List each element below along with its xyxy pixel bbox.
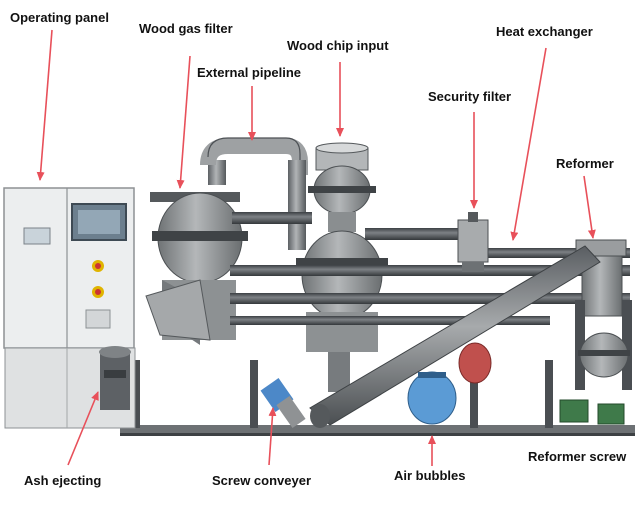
ash-ejecting-unit bbox=[99, 346, 131, 410]
arrow-wood-gas-filter bbox=[176, 55, 191, 189]
label-operating-panel: Operating panel bbox=[10, 10, 109, 25]
label-heat-exchanger: Heat exchanger bbox=[496, 24, 593, 39]
label-wood-chip-input: Wood chip input bbox=[287, 38, 389, 53]
label-security-filter: Security filter bbox=[428, 89, 512, 104]
base-frame bbox=[120, 360, 635, 436]
pipe-bank bbox=[230, 212, 630, 325]
label-screw-conveyer: Screw conveyer bbox=[212, 473, 312, 488]
screw-auger bbox=[309, 245, 601, 428]
label-external-pipeline: External pipeline bbox=[197, 65, 302, 80]
arrow-screw-conveyer bbox=[268, 407, 277, 466]
inlet-chute bbox=[145, 279, 211, 341]
arrow-heat-exchanger bbox=[510, 47, 547, 241]
external-pipeline bbox=[200, 137, 308, 250]
screw-conveyer-motor bbox=[260, 378, 306, 429]
label-wood-gas-filter: Wood gas filter bbox=[139, 21, 233, 36]
callout-arrows bbox=[36, 29, 596, 466]
arrow-reformer bbox=[583, 175, 596, 239]
label-reformer: Reformer bbox=[556, 156, 614, 171]
arrow-operating-panel bbox=[36, 29, 53, 181]
arrow-ash-ejecting bbox=[67, 391, 99, 466]
reformer bbox=[575, 239, 632, 390]
label-air-bubbles: Air bubbles bbox=[394, 468, 466, 483]
reformer-screw-motors bbox=[559, 399, 625, 425]
security-filter bbox=[457, 212, 489, 272]
label-reformer-screw: Reformer screw bbox=[528, 449, 627, 464]
air-bubble-tanks bbox=[407, 342, 492, 425]
label-ash-ejecting: Ash ejecting bbox=[24, 473, 102, 488]
